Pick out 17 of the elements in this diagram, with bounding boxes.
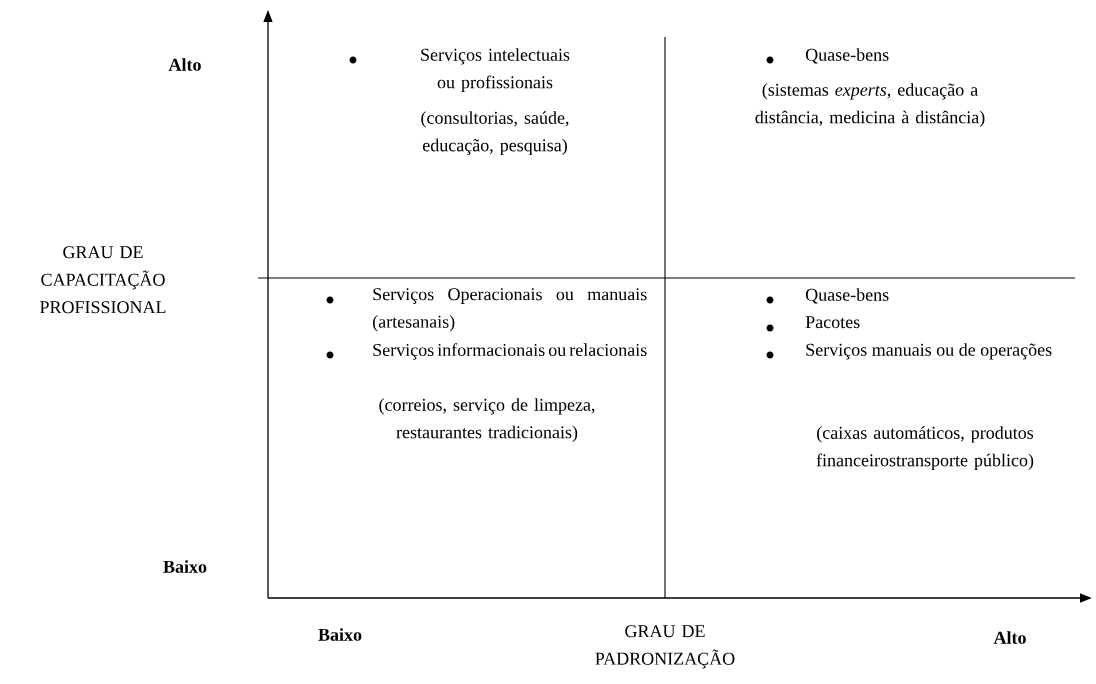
bullet-item: Quase-bens (766, 48, 889, 64)
bullet-item: Serviços Operacionais ou manuais (artesanais) (326, 288, 647, 332)
axis-level-label: Baixo (318, 628, 362, 641)
axis-title: GRAU DE CAPACITAÇÃO PROFISSIONAL (40, 246, 166, 314)
axis-level-label: Baixo (163, 560, 207, 573)
axis-level-label: Alto (993, 631, 1026, 644)
example-text: (consultorias, saúde, educação, pesquisa) (421, 111, 569, 156)
axis-level-label: Alto (168, 58, 201, 71)
axis-title: GRAU DE PADRONIZAÇÃO (595, 625, 735, 669)
bullet-item: Serviços manuais ou de operações (766, 343, 1052, 360)
bullet-item: Serviços informacionais ou relacionais (326, 343, 647, 360)
example-text: (correios, serviço de limpeza, restaurantes tradicionais) (379, 398, 595, 442)
bullet-item: Quase-bens (766, 288, 889, 304)
example-text: (caixas automáticos, produtos financeirostransporte público) (816, 426, 1034, 471)
example-text: (sistemas experts, educação a distância, medicina à distância) (755, 83, 985, 127)
bullet-item: Serviços intelectuais ou profissionais (349, 48, 570, 92)
bullet-item: Pacotes (766, 316, 860, 332)
